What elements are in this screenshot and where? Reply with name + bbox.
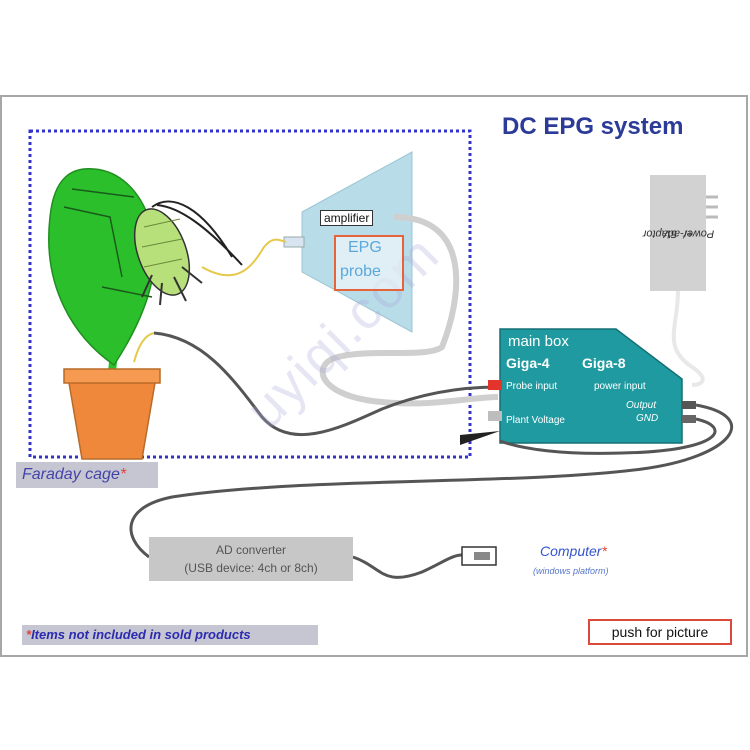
ad-converter-title: AD converter: [215, 543, 287, 557]
probe-cable: [319, 214, 499, 407]
faraday-cage-label: Faraday cage*: [16, 462, 158, 488]
amplifier-label: amplifier: [320, 210, 374, 226]
gnd-plug: [682, 415, 696, 423]
main-box: [499, 328, 683, 444]
computer-platform-label: (windows platform): [533, 566, 609, 576]
gnd-label: GND: [636, 413, 659, 424]
epg-probe-box: [334, 235, 404, 291]
footnote: *Items not included in sold products: [22, 625, 318, 645]
power-adaptor-cable: [671, 290, 705, 387]
plant-leaf: [48, 168, 156, 367]
insect-segments: [141, 218, 183, 268]
plant-voltage-plug: [488, 411, 502, 421]
insect-wire: [201, 238, 287, 277]
output-cable: [129, 403, 733, 559]
gnd-cable: [499, 417, 717, 455]
power-adaptor-plug: [706, 195, 718, 219]
footnote-marker: *: [26, 627, 32, 642]
flower-pot-rim: [63, 368, 161, 384]
main-box-model-giga8: Giga-8: [582, 355, 626, 371]
plant-electrode-wire: [133, 332, 155, 363]
insect-legs: [141, 266, 203, 306]
usb-cable: [352, 553, 463, 579]
plant-voltage-cable: [153, 331, 499, 437]
faraday-cage-border: [28, 129, 472, 459]
diagram-frame: uyiqi.com DC EPG system Faraday cage* am…: [0, 95, 748, 657]
power-input-label: power input: [594, 381, 646, 392]
insect-body: [133, 208, 191, 296]
faraday-cage-text: Faraday cage: [22, 466, 120, 483]
epg-probe-label-line2: probe: [340, 263, 381, 280]
usb-plug-tip: [474, 552, 490, 560]
ground-clip: [460, 431, 500, 445]
computer-text: Computer: [540, 543, 602, 559]
power-adaptor-body: [650, 175, 706, 291]
power-adaptor-name: Power adaptor: [642, 227, 714, 240]
epg-diagram-canvas: [28, 129, 733, 579]
computer-marker: *: [601, 543, 607, 559]
faraday-cage-marker: *: [119, 466, 127, 483]
main-box-title: main box: [508, 333, 569, 350]
epg-probe-label-line1: EPG: [348, 239, 382, 256]
ad-converter-subtitle: (USB device: 4ch or 8ch): [184, 561, 318, 575]
output-plug: [682, 401, 696, 409]
ad-converter-box: [149, 537, 353, 581]
plant-voltage-label: Plant Voltage: [506, 415, 565, 426]
flower-pot: [67, 376, 157, 460]
push-for-picture-button[interactable]: push for picture: [588, 619, 732, 645]
computer-label: Computer*: [540, 543, 607, 559]
probe-connector: [283, 236, 305, 248]
output-label: Output: [626, 400, 657, 411]
probe-input-label: Probe input: [506, 381, 558, 392]
diagram-title: DC EPG system: [502, 113, 684, 140]
probe-input-plug: [488, 380, 502, 390]
insect-antennae: [151, 200, 243, 266]
main-box-model-giga4: Giga-4: [506, 355, 550, 371]
footnote-text: Items not included in sold products: [31, 627, 251, 642]
